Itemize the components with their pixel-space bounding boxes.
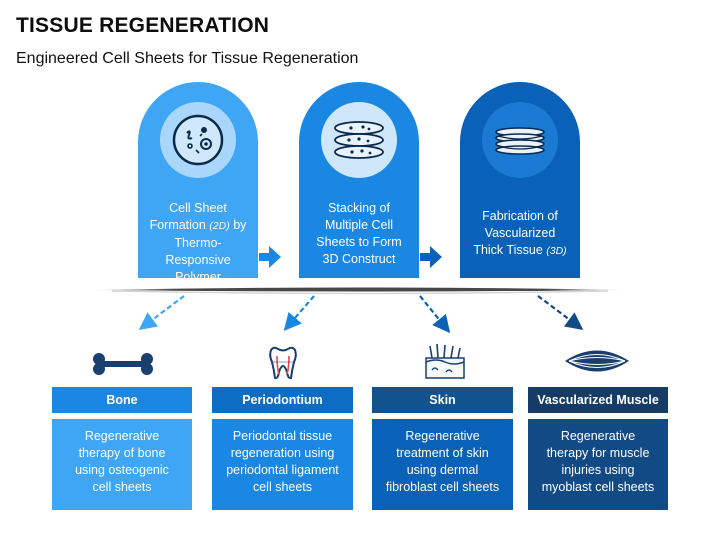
category-header-periodontium: Periodontium: [212, 387, 353, 413]
tooth-icon: [269, 346, 297, 380]
skin-icon: [425, 344, 465, 379]
muscle-icon: [565, 350, 629, 372]
dashed-arrow: [283, 295, 315, 331]
petri-dish-icon: [172, 114, 224, 166]
category-header-vascularized-muscle: Vascularized Muscle: [528, 387, 668, 413]
category-header-bone: Bone: [52, 387, 192, 413]
stage-text: Stacking of Multiple Cell Sheets to Form…: [316, 201, 402, 266]
stage-cell-sheet-formation: Cell Sheet Formation (2D) by Thermo-Resp…: [138, 82, 258, 284]
thick-tissue-icon: [495, 127, 545, 155]
connector-arrows: [138, 295, 584, 334]
page-subtitle: Engineered Cell Sheets for Tissue Regene…: [16, 50, 359, 67]
stacked-sheets-icon: [334, 121, 384, 159]
stage-stacking: Stacking of Multiple Cell Sheets to Form…: [299, 82, 419, 278]
bone-icon: [93, 353, 153, 375]
dashed-arrow: [419, 295, 451, 334]
divider-shelf: [92, 287, 628, 295]
category-header-skin: Skin: [372, 387, 513, 413]
stage-text: Cell Sheet Formation (2D) by Thermo-Resp…: [149, 201, 247, 284]
stage-fabrication: Fabrication of Vascularized Thick Tissue…: [460, 82, 580, 278]
dashed-arrow: [138, 295, 185, 330]
stage-text: Fabrication of Vascularized Thick Tissue…: [473, 209, 567, 257]
arrow-right-icon: [259, 246, 281, 268]
page-title: TISSUE REGENERATION: [16, 14, 270, 37]
arrow-right-icon: [420, 246, 442, 268]
dashed-arrow: [537, 295, 584, 330]
